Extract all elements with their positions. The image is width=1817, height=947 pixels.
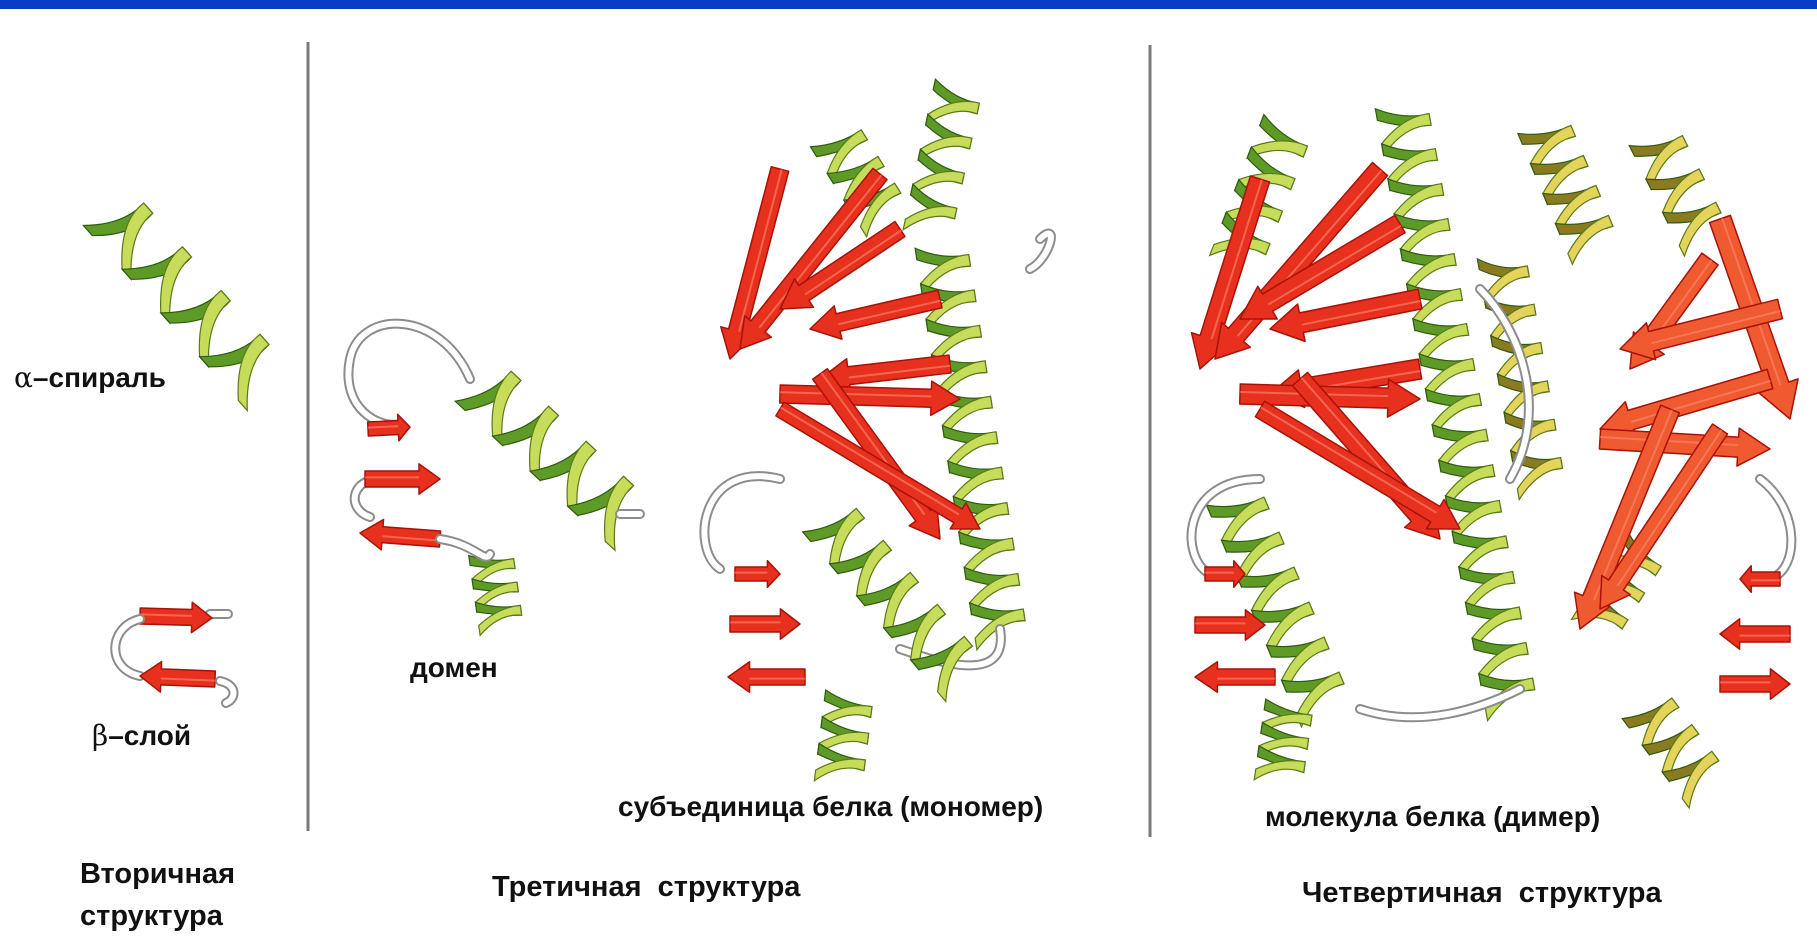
- subunit-small-strand-3: [728, 662, 805, 692]
- domain-helix: [455, 371, 633, 550]
- beta-hairpin-turn: [115, 619, 140, 676]
- subunit-monomer-label: субъединица белка (мономер): [618, 791, 1043, 823]
- subunit-helix-small-top: [810, 130, 900, 237]
- slide-canvas: α–спираль β–слой Вторичная структура дом…: [0, 9, 1817, 947]
- dimer-small-strand-a1: [1205, 561, 1245, 588]
- subunit-loop-top-right: [1030, 233, 1051, 269]
- subunit-helix-bottom: [814, 690, 872, 781]
- quaternary-structure-title: Четвертичная структура: [1302, 877, 1662, 910]
- dimer-small-strand-a3: [1195, 662, 1275, 692]
- subunit-helix-lower: [803, 509, 973, 702]
- subunit-helix-top: [903, 79, 979, 230]
- beta-sheet-label: β–слой: [92, 719, 191, 752]
- dimer-helix-b-top: [1629, 136, 1721, 256]
- beta-sheet-strand-top: [140, 602, 212, 632]
- molecule-dimer-label: молекула белка (димер): [1265, 801, 1600, 833]
- dimer-strand-b4: [1600, 369, 1773, 438]
- alpha-symbol: α: [14, 361, 33, 394]
- domain-loop-3: [440, 539, 490, 557]
- dimer-helix-a-long: [1375, 109, 1474, 401]
- dimer-small-strand-b1: [1740, 566, 1780, 593]
- domain-strand-2: [365, 464, 440, 494]
- subunit-strand-6: [780, 381, 960, 415]
- tertiary-structure-title: Третичная структура: [492, 871, 800, 904]
- dimer-helix-b-small: [1518, 126, 1613, 265]
- dimer-bottom-loop: [1360, 689, 1520, 717]
- domain-strand-3: [360, 520, 441, 550]
- dimer-domain-loop-b: [1760, 479, 1791, 579]
- secondary-title-line1: Вторичная: [80, 853, 235, 895]
- subunit-domain-loop: [704, 476, 780, 569]
- alpha-helix-text: –спираль: [33, 362, 166, 393]
- secondary-structure-title: Вторичная структура: [80, 853, 235, 937]
- subunit-small-strand-1: [735, 561, 780, 588]
- beta-sheet-text: –слой: [108, 720, 191, 751]
- dimer-strand-b5: [1599, 428, 1770, 466]
- domain-helix-small: [469, 556, 522, 636]
- domain-top-loop: [348, 324, 470, 425]
- domain-label: домен: [410, 652, 498, 684]
- subunit-small-strand-2: [730, 609, 800, 639]
- dimer-helix-a-lower: [1425, 389, 1534, 720]
- dimer-strand-a8: [1255, 401, 1460, 529]
- subunit-strand-4: [810, 290, 942, 339]
- dimer-helix-b-bottom: [1622, 698, 1719, 808]
- alpha-helix-label: α–спираль: [14, 361, 166, 394]
- beta-symbol: β: [92, 719, 108, 752]
- beta-sheet-strand-bottom: [140, 662, 215, 692]
- dimer-small-strand-b2: [1720, 619, 1790, 649]
- dimer-small-strand-b3: [1720, 669, 1790, 699]
- beta-hairpin-tail: [220, 681, 234, 703]
- dimer-helix-a-side: [1207, 497, 1344, 727]
- secondary-title-line2: структура: [80, 895, 235, 937]
